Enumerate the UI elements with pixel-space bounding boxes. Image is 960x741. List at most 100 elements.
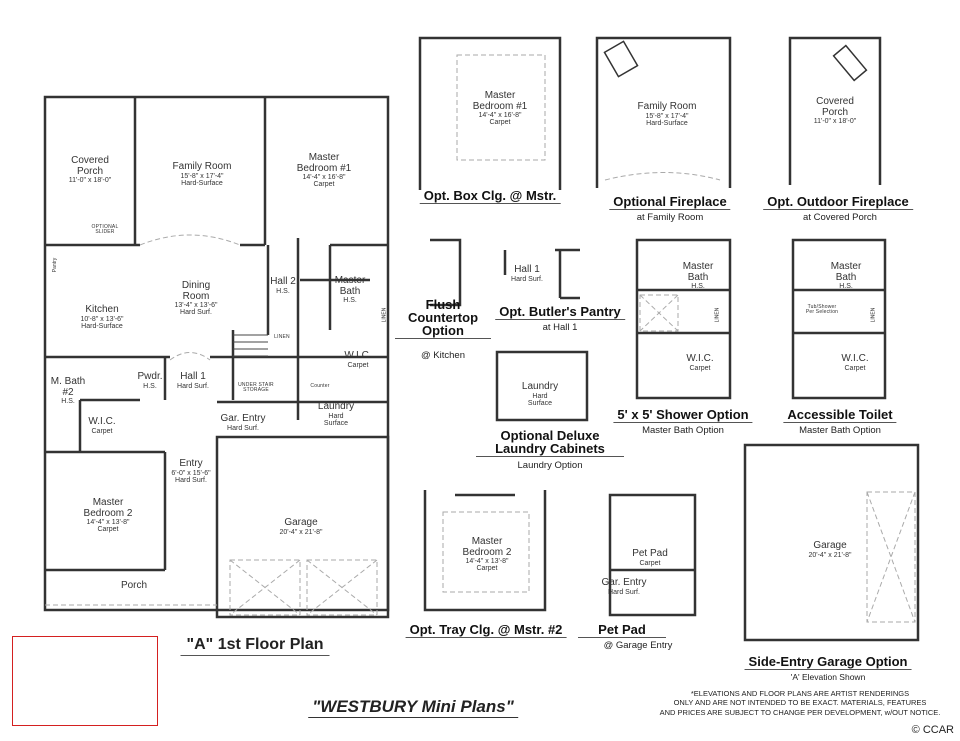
option-title-shower: 5' x 5' Shower Option [613,408,753,423]
copyright: © CCAR [911,724,954,736]
room-floor: H.S. [343,297,357,304]
room-name: W.I.C. [88,416,116,427]
under-stair-storage: UNDER STAIR STORAGE [236,382,276,394]
room-name: Master Bedroom 2 [83,497,133,519]
room-floor: H.S. [61,398,75,405]
tub-shower-text: Tub/Shower Per Selection [805,304,839,316]
room-name: Master Bedroom #1 [296,152,352,174]
room-floor: Hard Surf. [180,309,212,317]
room-master-bedroom-2: Master Bedroom 2 14'-4" x 13'-8" Carpet [73,497,143,534]
tub-shower-note: Tub/Shower Per Selection [805,304,840,316]
option-title-tray-ceiling: Opt. Tray Clg. @ Mstr. #2 [405,623,567,638]
room-dimensions: 20'-4" x 21'-8" [279,528,323,536]
outdoor-fireplace-room: Covered Porch 11'-0" x 18'-0" [810,96,860,125]
room-name: Covered Porch [71,155,109,177]
room-name: Entry [179,458,203,469]
room-dining-room: Dining Room 13'-4" x 13'-6" Hard Surf. [174,280,217,317]
option-subtitle-flush-countertop: @ Kitchen [421,350,465,361]
pantry-label: Pantry [52,257,59,273]
option-subtitle-shower: Master Bath Option [642,425,724,436]
room-floor: Carpet [91,427,113,435]
linen-label: LINEN [870,307,877,323]
disclaimer: *ELEVATIONS AND FLOOR PLANS ARE ARTIST R… [660,689,941,717]
room-floor: Hard Surface [323,412,349,427]
room-name: Garage [813,540,847,551]
room-floor: Carpet [489,119,511,127]
room-floor: Hard Surf. [177,382,209,390]
room-floor: Carpet [97,526,119,534]
room-name: Family Room [172,161,232,172]
room-name: Pwdr. [137,371,163,382]
main-plan-title: "A" 1st Floor Plan [180,636,330,656]
room-name: W.I.C. [841,353,869,364]
linen-label: LINEN [381,307,388,323]
room-name: Gar. Entry [601,577,647,588]
room-name: Kitchen [85,304,119,315]
under-stair-text: UNDER STAIR STORAGE [238,382,274,394]
linen-label: LINEN [714,307,721,323]
option-drawings-walls [418,36,920,642]
room-name: Dining Room [181,280,211,302]
disclaimer-line: AND PRICES ARE SUBJECT TO CHANGE PER DEV… [659,707,941,717]
room-floor: Carpet [313,181,335,189]
linen-label: LINEN [274,334,290,340]
shower-option-wic: W.I.C. Carpet [686,353,713,372]
room-garage-entry: Gar. Entry Hard Surf. [220,413,266,432]
room-floor: Carpet [689,364,711,372]
side-garage-room: Garage 20'-4" x 21'-8" [808,540,852,559]
room-kitchen: Kitchen 10'-8" x 13'-6" Hard-Surface [80,304,124,330]
room-floor: Hard Surf. [511,275,543,283]
room-wic-2: W.I.C. Carpet [88,416,116,435]
room-covered-porch: Covered Porch 11'-0" x 18'-0" [65,155,115,184]
room-wic: W.I.C. Carpet [344,350,372,369]
option-subtitle-laundry-cabinets: Laundry Option [517,460,583,471]
room-name: Master Bath [830,261,862,283]
box-ceiling-room: Master Bedroom #1 14'-4" x 16'-8" Carpet [465,90,535,127]
room-name: Master Bedroom 2 [462,536,512,558]
butlers-pantry-room: Hall 1 Hard Surf. [511,264,543,283]
room-name: W.I.C. [344,350,372,361]
fireplace-icons [603,40,868,82]
option-title-butlers-pantry: Opt. Butler's Pantry [495,305,625,320]
room-family-room: Family Room 15'-8" x 17'-4" Hard-Surface [172,161,232,187]
room-dimensions: 20'-4" x 21'-8" [808,551,852,559]
room-dimensions: 14'-4" x 13'-8" [86,519,130,526]
room-porch: Porch [120,580,148,591]
room-name: Master Bath [334,275,366,297]
option-title-accessible-toilet: Accessible Toilet [783,408,897,423]
room-entry: Entry 6'-0" x 15'-6" Hard Surf. [171,458,210,484]
room-dimensions: 11'-0" x 18'-0" [813,118,857,125]
room-floor: Carpet [347,361,369,369]
room-m-bath-2: M. Bath #2 H.S. [50,376,86,405]
option-title-fireplace: Optional Fireplace [609,195,731,210]
pet-pad-room: Pet Pad Carpet [632,548,668,567]
room-master-bedroom-1: Master Bedroom #1 14'-4" x 16'-8" Carpet [289,152,359,189]
room-name: Family Room [637,101,697,112]
room-name: Laundry [521,381,559,392]
main-floor-plan-walls [43,95,390,619]
room-dimensions: 14'-4" x 16'-8" [478,112,522,119]
room-floor: Carpet [844,364,866,372]
counter-label: Counter [310,383,330,389]
option-title-box-ceiling: Opt. Box Clg. @ Mstr. [419,189,561,204]
room-name: Pet Pad [632,548,668,559]
room-dimensions: 10'-8" x 13'-6" [80,315,124,323]
laundry-option-room: Laundry Hard Surface [521,381,559,407]
room-floor: H.S. [276,287,290,295]
room-name: M. Bath #2 [50,376,86,398]
option-subtitle-side-garage: 'A' Elevation Shown [790,672,866,682]
option-title-laundry-cabinets: Optional Deluxe Laundry Cabinets [476,429,624,457]
shower-option-master-bath: Master Bath H.S. [680,261,716,290]
optional-slider-note: OPTIONAL SLIDER [90,224,120,236]
room-floor: Hard Surf. [175,476,207,484]
option-subtitle-accessible-toilet: Master Bath Option [799,425,881,436]
room-master-bath: Master Bath H.S. [332,275,368,304]
optional-slider-text: OPTIONAL SLIDER [91,224,119,236]
option-drawings-dashes [442,54,916,623]
room-name: Gar. Entry [220,413,266,424]
plan-name: "WESTBURY Mini Plans" [308,697,518,718]
room-floor: Hard Surface [527,392,553,407]
room-floor: H.S. [839,283,853,290]
room-floor: Hard-Surface [646,119,688,127]
